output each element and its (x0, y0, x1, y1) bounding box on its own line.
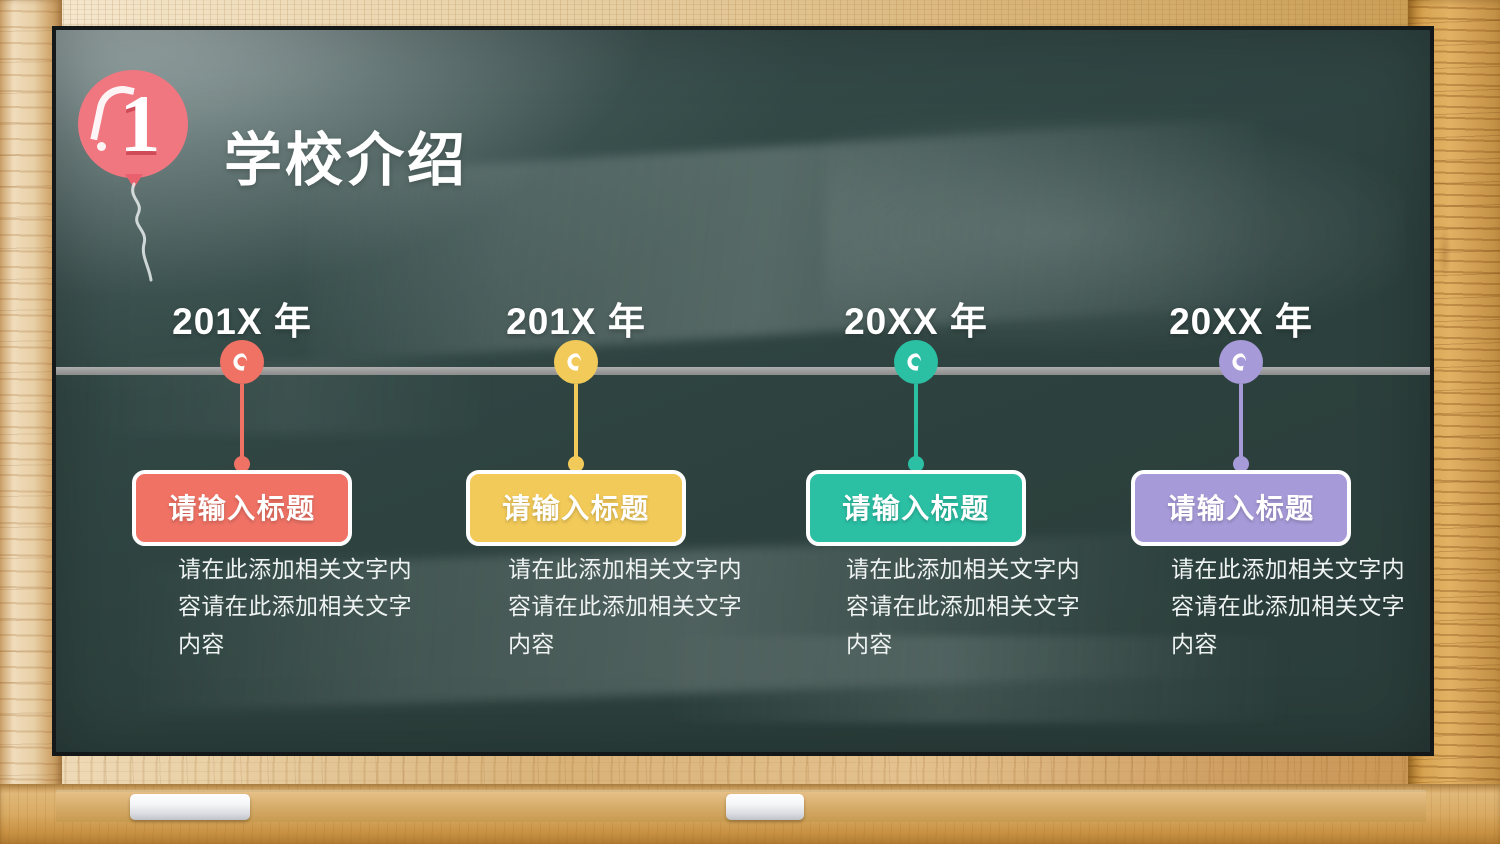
balloon-icon (78, 70, 188, 178)
marker-tip (568, 456, 584, 472)
balloon-badge: 1 (78, 70, 218, 282)
timeline-title-label: 请输入标题 (1167, 493, 1315, 524)
frame-plank-left (0, 0, 62, 844)
marker-stem (1239, 384, 1243, 462)
marker-stem (574, 384, 578, 462)
ring-marker-icon (907, 353, 921, 371)
marker-dot (220, 340, 264, 384)
timeline-title-label: 请输入标题 (842, 493, 990, 524)
timeline-title-box[interactable]: 请输入标题 (466, 470, 686, 546)
timeline-year: 201X 年 (506, 301, 646, 342)
timeline-marker[interactable] (894, 340, 938, 472)
page-title: 学校介绍 (224, 128, 469, 193)
timeline-marker[interactable] (1219, 340, 1263, 472)
timeline-body-text: 请在此添加相关文字内容请在此添加相关文字内容 (1171, 556, 1405, 657)
balloon-highlight-dot (97, 142, 106, 151)
badge-number: 1 (119, 78, 161, 169)
balloon-string-icon (131, 182, 153, 282)
marker-tip (1233, 456, 1249, 472)
timeline-marker[interactable] (220, 340, 264, 472)
timeline-marker[interactable] (554, 340, 598, 472)
marker-tip (234, 456, 250, 472)
timeline-year: 20XX 年 (1169, 301, 1313, 342)
chalk-stick[interactable] (130, 794, 250, 820)
timeline-body-text: 请在此添加相关文字内容请在此添加相关文字内容 (846, 556, 1080, 657)
timeline-title-box[interactable]: 请输入标题 (132, 470, 352, 546)
balloon-knot-icon (125, 174, 143, 188)
timeline-year: 201X 年 (172, 301, 312, 342)
timeline-title-box[interactable]: 请输入标题 (806, 470, 1026, 546)
timeline-title-box[interactable]: 请输入标题 (1131, 470, 1351, 546)
ring-marker-icon (567, 353, 581, 371)
ring-marker-icon (233, 353, 247, 371)
timeline-title-label: 请输入标题 (168, 493, 316, 524)
marker-tip (908, 456, 924, 472)
timeline-year: 20XX 年 (844, 301, 988, 342)
timeline-rail (56, 367, 1430, 375)
marker-stem (240, 384, 244, 462)
timeline-body-text: 请在此添加相关文字内容请在此添加相关文字内容 (508, 556, 742, 657)
slide-header: 1 学校介绍 (78, 70, 469, 282)
timeline-body-text: 请在此添加相关文字内容请在此添加相关文字内容 (178, 556, 412, 657)
marker-dot (554, 340, 598, 384)
frame-plank-top (0, 0, 1500, 30)
chalk-stick[interactable] (726, 794, 804, 820)
marker-dot (894, 340, 938, 384)
chalkboard: 1 学校介绍 201X 年 (56, 30, 1430, 752)
ring-marker-icon (1232, 353, 1246, 371)
marker-dot (1219, 340, 1263, 384)
timeline-title-label: 请输入标题 (502, 493, 650, 524)
timeline-columns: 201X 年 请输入标题 请在此添加相关文字内容请在此添加相关文字内容 (56, 30, 1430, 752)
marker-stem (914, 384, 918, 462)
